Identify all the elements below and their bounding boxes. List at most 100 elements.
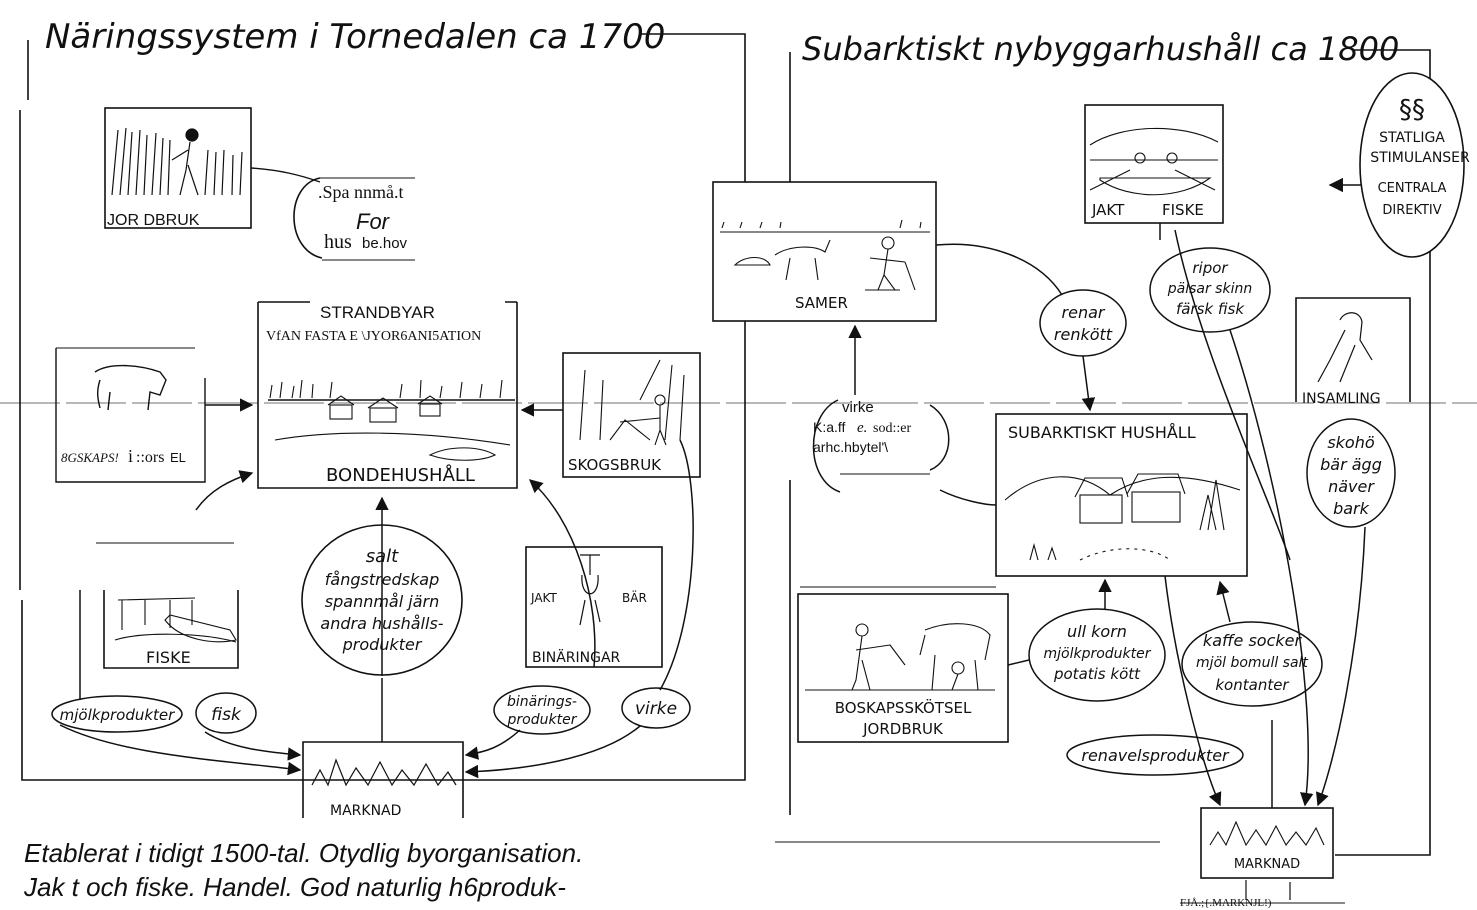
skogsbruk-illustration — [579, 359, 685, 446]
samer-label: SAMER — [795, 294, 848, 312]
binaringar-jakt: JAKT — [530, 591, 557, 605]
kaffe-line-2: mjöl bomull salt — [1196, 655, 1308, 671]
behov-text: be.hov — [362, 235, 408, 252]
samer-illustration — [720, 219, 930, 291]
subarktiskt-label: SUBARKTISKT HUSHÅLL — [1008, 423, 1196, 442]
for-text: For — [356, 209, 391, 234]
boskap-line-2: JORDBRUK — [862, 720, 944, 738]
skoho-line-3: näver — [1328, 477, 1375, 496]
virke-line-3: arhc.hbytel'\ — [813, 439, 888, 455]
jordbruk-illustration — [111, 127, 243, 196]
left-panel-title: Näringssystem i Tornedalen ca 1700 — [45, 17, 665, 57]
renar-line-1: renar — [1062, 303, 1106, 322]
homestead-illustration — [1004, 473, 1241, 561]
statliga-line-4: DIREKTIV — [1382, 203, 1441, 218]
left-panel-frame — [19, 33, 746, 781]
marknad-label-right: MARKNAD — [1234, 857, 1300, 872]
spannmal-text: .Spa nnmå.t — [318, 182, 404, 202]
fiske-label: FISKE — [146, 648, 191, 667]
fiske-label-right: FISKE — [1162, 201, 1204, 219]
ull-bubble: ull korn mjölkprodukter potatis kött — [1028, 608, 1166, 702]
virke-line-2c: sod::er — [873, 421, 911, 436]
kaffe-bubble: kaffe socker mjöl bomull salt kontanter — [1181, 621, 1323, 707]
scan-artifacts — [0, 402, 1477, 843]
renavel-text: renavelsprodukter — [1081, 746, 1230, 765]
binarings-line-2: produkter — [507, 712, 578, 728]
boskap-line-1: BOSKAPSSKÖTSEL — [835, 698, 972, 717]
binarings-bubble: binärings- produkter — [493, 685, 591, 735]
boskap-label-d: EL — [170, 450, 186, 465]
strandbyar-title: STRANDBYAR — [320, 303, 435, 322]
binaringar-bar: BÄR — [622, 590, 647, 605]
mjolk-bubble: mjölkprodukter — [51, 695, 183, 733]
skoho-bubble: skohö bär ägg näver bark — [1306, 418, 1396, 528]
ripor-line-3: färsk fisk — [1176, 300, 1245, 318]
jakt-fiske-illustration — [1089, 127, 1219, 196]
skoho-line-4: bark — [1333, 499, 1370, 518]
jakt-fiske-box: JAKT FISKE — [1084, 104, 1224, 224]
marknad-box-right: MARKNAD FJÅ.;{.MARKNJL!) — [1180, 807, 1345, 909]
marknad-label-left: MARKNAD — [330, 803, 401, 819]
mjolk-text: mjölkprodukter — [60, 706, 176, 724]
virke-line-2a: K:a.ff — [813, 419, 846, 435]
ripor-bubble: ripor pälsar skinn färsk fisk — [1149, 247, 1271, 333]
ripor-line-2: pälsar skinn — [1167, 281, 1252, 297]
bondehushall-box: STRANDBYAR VfAN FASTA E \JYOR6ANI5ATION … — [257, 301, 518, 489]
left-arrows — [59, 398, 694, 779]
caption-line-1: Etablerat i tidigt 1500-tal. Otydlig byo… — [24, 838, 584, 868]
virke-bubble-left: virke — [621, 687, 691, 729]
virke-bubble-right: virke K:a.ff e. sod::er arhc.hbytel'\ — [812, 399, 950, 493]
virke-line-2b: e. — [857, 420, 867, 436]
bondehushall-label: BONDEHUSHÅLL — [326, 464, 475, 486]
boskap-label-a: 8GSKAPS! — [61, 450, 119, 465]
virke-line-1: virke — [842, 399, 874, 416]
subarktiskt-box: SUBARKTISKT HUSHÅLL — [995, 413, 1248, 577]
right-arrows — [848, 223, 1366, 808]
fiske-box: FISKE — [96, 542, 239, 669]
statliga-line-1: STATLIGA — [1379, 130, 1445, 146]
right-panel-title: Subarktiskt nybyggarhushåll ca 1800 — [802, 30, 1399, 68]
skoho-line-2: bär ägg — [1320, 455, 1382, 474]
skogsbruk-label: SKOGSBRUK — [568, 456, 662, 474]
hus-text: hus — [324, 231, 352, 253]
ull-line-2: mjölkprodukter — [1043, 646, 1151, 662]
statliga-line-2: STIMULANSER — [1370, 150, 1470, 166]
boskap-label-c: ::ors — [136, 449, 164, 466]
ull-line-3: potatis kött — [1053, 665, 1141, 683]
jakt-label: JAKT — [1091, 201, 1125, 219]
binaringar-label: BINÄRINGAR — [532, 648, 621, 666]
binaringar-box: JAKT BÄR BINÄRINGAR — [525, 546, 663, 668]
jordbruk-label: JOR DBRUK — [107, 212, 200, 229]
ripor-line-1: ripor — [1192, 259, 1228, 277]
fisk-bubble: fisk — [195, 692, 257, 734]
spannmal-bubble: .Spa nnmå.t For hus be.hov — [250, 167, 415, 261]
boskap-box: 8GSKAPS! i ::ors EL — [55, 347, 206, 483]
boskap-jordbruk-box: BOSKAPSSKÖTSEL JORDBRUK — [797, 586, 1009, 743]
jordbruk-box: JOR DBRUK — [104, 107, 252, 229]
fiske-illustration — [114, 597, 237, 643]
renar-bubble: renar renkött — [1039, 289, 1127, 357]
skogsbruk-box: SKOGSBRUK — [562, 352, 701, 478]
statliga-line-3: CENTRALA — [1378, 181, 1447, 196]
fisk-text: fisk — [211, 705, 242, 725]
marknad-box-left: MARKNAD — [302, 741, 464, 819]
caption-line-2: Jak t och fiske. Handel. God naturlig h6… — [24, 872, 566, 902]
skoho-line-1: skohö — [1327, 433, 1375, 452]
renavel-bubble: renavelsprodukter — [1066, 734, 1244, 776]
kaffe-line-3: kontanter — [1215, 676, 1289, 694]
virke-text-left: virke — [635, 699, 677, 719]
samer-box: SAMER — [712, 181, 937, 322]
village-illustration — [268, 379, 515, 461]
strandbyar-subtitle: VfAN FASTA E \JYOR6ANI5ATION — [266, 329, 481, 344]
insamling-label: INSAMLING — [1302, 391, 1381, 407]
ull-line-1: ull korn — [1067, 622, 1127, 641]
boskap-label-b: i — [128, 446, 133, 466]
statliga-bubble: §§ STATLIGA STIMULANSER CENTRALA DIREKTI… — [1359, 72, 1470, 258]
boskap-illustration — [805, 623, 995, 691]
kaffe-line-1: kaffe socker — [1203, 631, 1303, 650]
insamling-box: INSAMLING — [1295, 297, 1411, 407]
paragraph-icon: §§ — [1399, 95, 1425, 125]
binarings-line-1: binärings- — [507, 694, 577, 710]
renar-line-2: renkött — [1054, 325, 1113, 344]
